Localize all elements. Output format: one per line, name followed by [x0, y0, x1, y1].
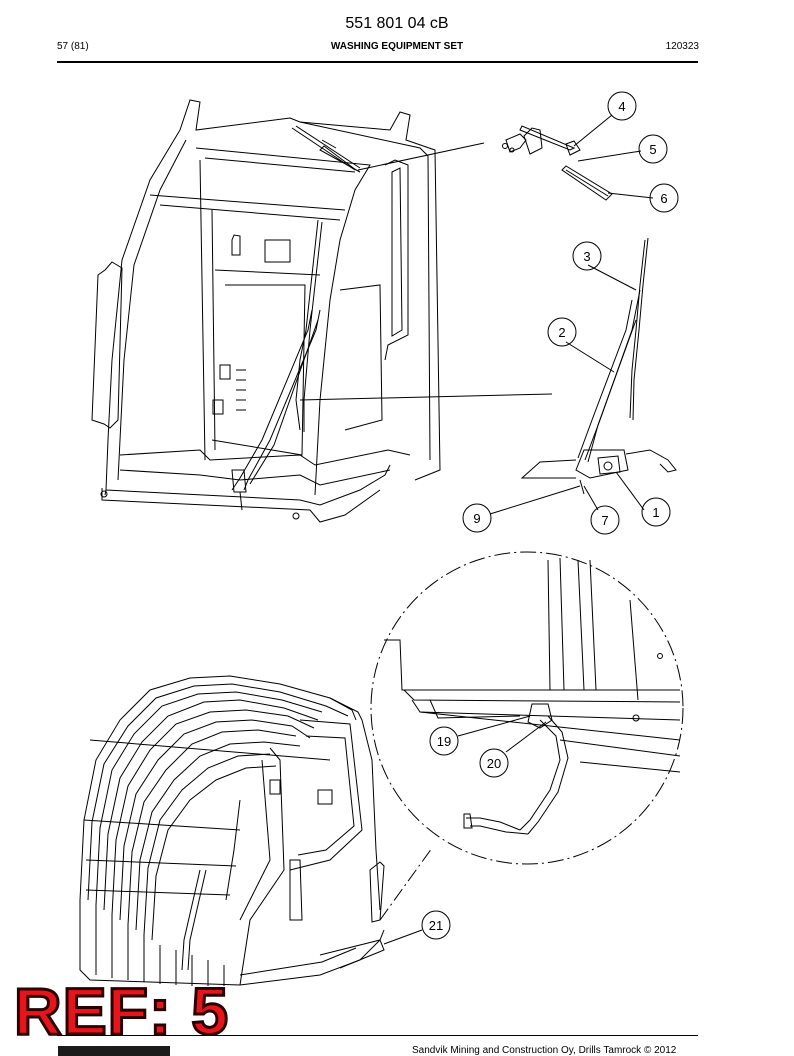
leader-lines [383, 114, 654, 945]
brand-logo-strip [58, 1046, 170, 1056]
svg-text:6: 6 [660, 191, 667, 206]
document-number: 551 801 04 cB [345, 15, 449, 32]
callout-2: 2 [547, 317, 577, 347]
callout-3: 3 [572, 241, 602, 271]
wiper-parts [502, 125, 677, 495]
document-code: 120323 [665, 41, 699, 52]
svg-text:1: 1 [652, 505, 659, 520]
svg-text:3: 3 [583, 249, 590, 264]
guarded-cab-drawing [79, 675, 433, 986]
ref-stamp: REF: 5 [12, 974, 230, 1048]
callout-4: 4 [607, 91, 637, 121]
header-rule [57, 61, 698, 63]
svg-text:2: 2 [558, 325, 565, 340]
page-title: WASHING EQUIPMENT SET [330, 41, 464, 52]
svg-text:20: 20 [487, 756, 501, 771]
svg-text:4: 4 [618, 99, 625, 114]
footer-rule [57, 1035, 698, 1036]
callout-5: 5 [638, 134, 668, 164]
page-number: 57 (81) [57, 41, 89, 52]
callout-7: 7 [590, 505, 620, 535]
footer-copyright: Sandvik Mining and Construction Oy, Dril… [412, 1045, 677, 1056]
svg-text:19: 19 [437, 734, 451, 749]
svg-text:7: 7 [601, 513, 608, 528]
svg-text:5: 5 [649, 142, 656, 157]
svg-text:21: 21 [429, 918, 443, 933]
detail-view [370, 551, 684, 865]
callout-1: 1 [641, 497, 671, 527]
callout-6: 6 [649, 183, 679, 213]
callout-9: 9 [462, 503, 492, 533]
callout-19: 19 [429, 726, 459, 756]
svg-text:9: 9 [473, 511, 480, 526]
callout-20: 20 [479, 748, 509, 778]
cab-drawing [91, 99, 553, 523]
callout-21: 21 [421, 910, 451, 940]
